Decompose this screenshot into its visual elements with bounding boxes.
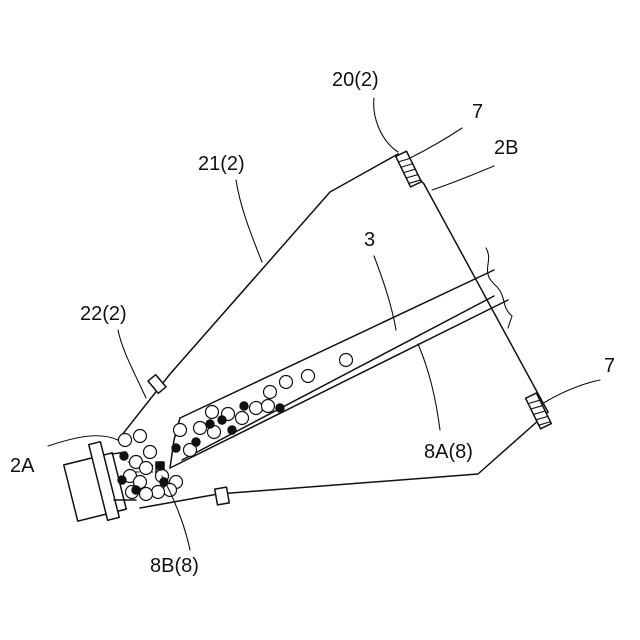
label-7-top: 7: [472, 101, 483, 123]
label-3: 3: [364, 229, 375, 251]
white-ball: [302, 370, 315, 383]
black-ball: [118, 476, 126, 484]
leader-8a: [418, 344, 440, 430]
black-ball: [218, 416, 226, 424]
label-22: 22(2): [80, 303, 127, 325]
white-ball: [206, 406, 219, 419]
white-ball: [340, 354, 353, 367]
white-ball: [140, 488, 153, 501]
leader-22: [118, 330, 146, 398]
black-ball: [192, 438, 200, 446]
leader-7-right: [542, 380, 600, 404]
leader-21: [236, 180, 262, 262]
leader-2b: [432, 166, 494, 190]
back-plate-right-edge: [424, 184, 548, 412]
black-ball: [156, 462, 164, 470]
seal-top: [396, 151, 422, 187]
shaft-break-line: [486, 248, 512, 328]
white-ball: [140, 462, 153, 475]
label-8b: 8B(8): [150, 555, 199, 577]
label-7-right: 7: [604, 355, 615, 377]
white-ball: [152, 486, 165, 499]
black-ball: [276, 404, 284, 412]
shaft-inner-line: [182, 296, 494, 460]
label-21: 21(2): [198, 153, 245, 175]
white-ball: [264, 386, 277, 399]
marker-lower: [215, 487, 230, 505]
hopper-upper-wall: [118, 154, 398, 440]
black-ball: [206, 420, 214, 428]
white-ball: [174, 424, 187, 437]
marker-upper: [148, 375, 166, 394]
white-ball: [144, 446, 157, 459]
label-20: 20(2): [332, 69, 379, 91]
black-ball: [172, 444, 180, 452]
white-ball: [250, 402, 263, 415]
leader-2a: [48, 436, 118, 446]
hopper-outline: [118, 154, 548, 508]
black-ball: [120, 452, 128, 460]
black-ball: [240, 402, 248, 410]
white-ball: [134, 430, 147, 443]
shaft-upper-edge: [180, 270, 494, 418]
white-ball: [280, 376, 293, 389]
black-ball: [132, 486, 140, 494]
black-ball: [228, 426, 236, 434]
white-ball: [236, 412, 249, 425]
leader-20: [374, 98, 398, 152]
white-ball: [262, 400, 275, 413]
seals: [396, 151, 552, 429]
white-ball: [119, 434, 132, 447]
label-8a: 8A(8): [424, 441, 473, 463]
leader-7-top: [410, 128, 462, 158]
label-2b: 2B: [494, 137, 518, 159]
material-balls: [118, 354, 353, 501]
white-ball: [194, 422, 207, 435]
leader-3: [374, 256, 396, 330]
label-2a: 2A: [10, 455, 35, 477]
